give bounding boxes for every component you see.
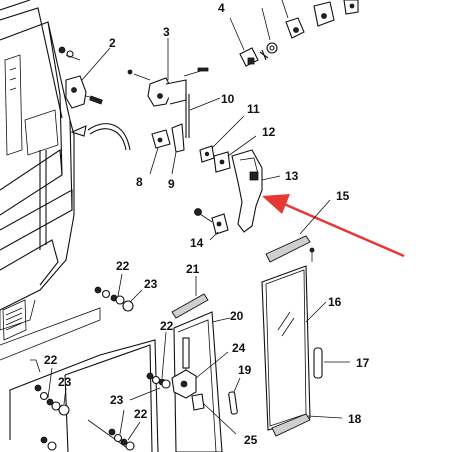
callout-22-bottom: 22 bbox=[134, 407, 148, 421]
part-19-pin bbox=[228, 377, 241, 415]
callout-23-left: 23 bbox=[58, 375, 72, 389]
callout-labels: 2 3 4 8 9 10 11 12 13 14 15 16 17 18 19 … bbox=[44, 1, 370, 447]
part-4-bolt bbox=[229, 17, 269, 67]
callout-25: 25 bbox=[244, 433, 258, 447]
part-17-pin bbox=[313, 347, 350, 379]
hardware-stack-middle bbox=[129, 331, 171, 401]
callout-12: 12 bbox=[262, 125, 276, 139]
callout-10: 10 bbox=[221, 92, 235, 106]
callout-22-left: 22 bbox=[44, 353, 58, 367]
part-8-9-bracket bbox=[149, 123, 185, 175]
callout-17: 17 bbox=[356, 356, 370, 370]
part-10-rod bbox=[185, 94, 221, 138]
callout-23-upper: 23 bbox=[144, 277, 158, 291]
part-3-latch bbox=[127, 38, 209, 107]
callout-8: 8 bbox=[136, 175, 143, 189]
cable bbox=[70, 123, 131, 151]
hardware-stack-bottom bbox=[40, 409, 141, 451]
cab-frame bbox=[0, 0, 101, 361]
part-2-bracket bbox=[58, 46, 111, 109]
callout-15: 15 bbox=[336, 189, 350, 203]
pointer-arrow bbox=[262, 194, 405, 258]
callout-22-upper: 22 bbox=[116, 259, 130, 273]
hardware-stack-upper bbox=[94, 273, 143, 312]
callout-4: 4 bbox=[218, 1, 225, 15]
part-24-hinge bbox=[171, 337, 237, 435]
callout-20: 20 bbox=[230, 309, 244, 323]
part-13-handle bbox=[231, 149, 281, 233]
part-18-strip bbox=[271, 413, 343, 437]
callout-2: 2 bbox=[109, 36, 116, 50]
callout-14: 14 bbox=[190, 236, 204, 250]
hardware-stack-lower-left bbox=[34, 367, 70, 416]
part-14 bbox=[194, 208, 229, 241]
callout-24: 24 bbox=[232, 341, 246, 355]
callout-9: 9 bbox=[168, 177, 175, 191]
callout-18: 18 bbox=[348, 412, 362, 426]
part-11-12-plates bbox=[199, 115, 257, 173]
callout-16: 16 bbox=[328, 295, 342, 309]
part-15-strip bbox=[265, 199, 331, 263]
callout-3: 3 bbox=[163, 25, 170, 39]
callout-19: 19 bbox=[238, 363, 252, 377]
top-small-parts bbox=[261, 0, 359, 54]
lower-door-frame bbox=[9, 339, 159, 452]
callout-22-middle: 22 bbox=[160, 319, 174, 333]
part-21-strip bbox=[171, 276, 209, 319]
callout-11: 11 bbox=[247, 102, 260, 116]
callout-13: 13 bbox=[285, 169, 299, 183]
callout-21: 21 bbox=[186, 262, 200, 276]
callout-23-bottom: 23 bbox=[110, 393, 124, 407]
